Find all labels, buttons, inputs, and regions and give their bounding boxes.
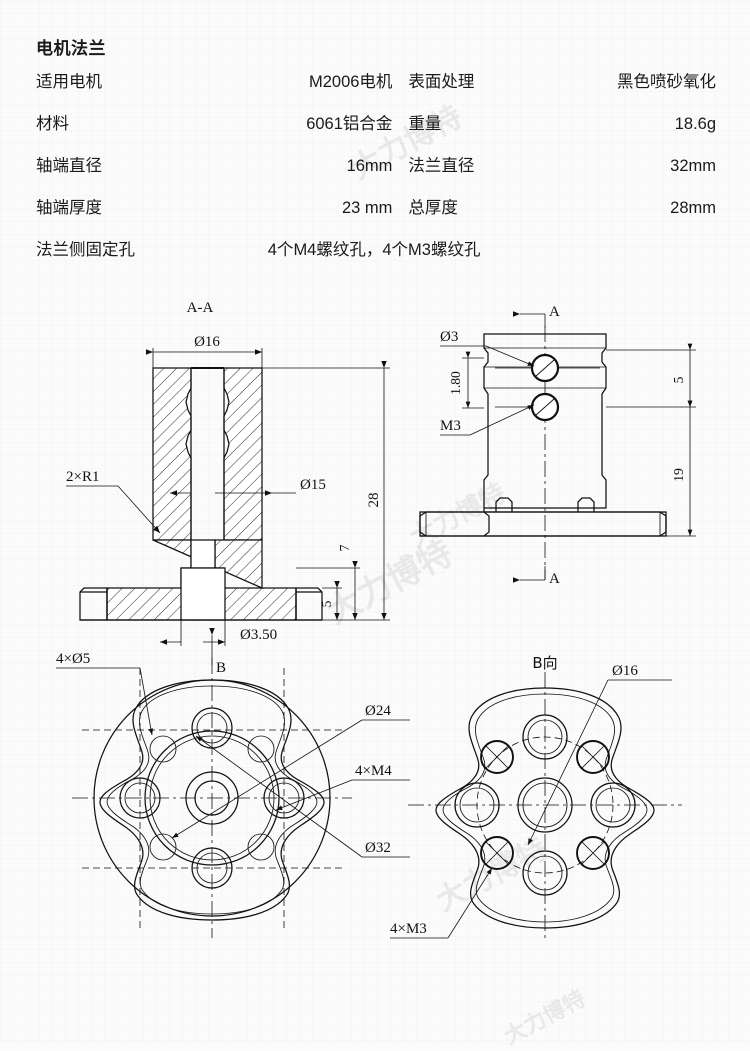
section-label: A [549, 571, 560, 587]
spec-value: 18.6g [674, 115, 717, 133]
dimension-top-diameter: Ø16 [145, 334, 263, 368]
cloverleaf-outline [435, 687, 655, 929]
leader-dia32: Ø32 [195, 735, 410, 858]
dimension-bore-diameter: Ø15 [170, 477, 326, 496]
technical-drawings: A-A Ø16 [0, 290, 750, 990]
dim-text: Ø24 [365, 703, 391, 719]
holes-outer [454, 714, 636, 896]
dim-text: Ø3.50 [240, 627, 277, 643]
table-row: 轴端直径 16mm 法兰直径 32mm [36, 152, 716, 194]
b-view-title: B向 [532, 654, 557, 672]
leader-4x-dia5: 4×Ø5 [56, 651, 154, 736]
table-row: 法兰侧固定孔 4个M4螺纹孔，4个M3螺纹孔 [36, 236, 716, 278]
dim-text: 19 [671, 468, 686, 482]
dimension-hole-diameter: Ø3.50 [160, 620, 277, 646]
body-outline [483, 333, 607, 509]
dim-text: 28 [366, 493, 382, 508]
flange-base-outline [419, 511, 667, 537]
holes-m3 [480, 740, 610, 870]
spec-value: 28mm [670, 199, 717, 217]
section-marker-bottom: A [512, 566, 560, 587]
right-side-view: A [419, 304, 696, 587]
dim-text: Ø16 [612, 663, 638, 679]
scalloped-contour-inner [106, 685, 318, 915]
page-title: 电机法兰 [36, 39, 106, 59]
spec-table: 适用电机 M2006电机 表面处理 黑色喷砂氧化 材料 6061铝合金 重量 1… [36, 68, 716, 278]
spec-value: 32mm [670, 157, 717, 175]
shaft-wall-right [223, 367, 263, 541]
leader-dia24: Ø24 [171, 703, 410, 839]
dim-text: Ø16 [194, 334, 220, 350]
dim-text: Ø15 [300, 477, 326, 493]
dim-text: 2×R1 [66, 469, 99, 485]
inner-circle-24b [149, 735, 275, 861]
notch-right [577, 497, 595, 512]
leader-dia3: Ø3 [440, 329, 535, 367]
note-radius: 2×R1 [66, 469, 161, 534]
cloverleaf-outline-inner [442, 693, 648, 923]
leader-4x-m3: 4×M3 [390, 867, 493, 939]
dimension-total-height: 28 [262, 360, 390, 621]
holes-m4 [149, 735, 275, 861]
dim-text: M3 [440, 418, 461, 434]
dim-text: 4×M4 [355, 763, 392, 779]
spec-label: 轴端直径 [36, 157, 102, 175]
notch-left [495, 497, 513, 512]
table-row: 适用电机 M2006电机 表面处理 黑色喷砂氧化 [36, 68, 716, 110]
b-direction-view: B向 [390, 654, 682, 939]
spec-value: 6061铝合金 [306, 115, 393, 133]
spec-label: 材料 [36, 115, 69, 133]
table-row: 轴端厚度 23 mm 总厚度 28mm [36, 194, 716, 236]
center-bore-outer [517, 777, 573, 833]
spec-label: 总厚度 [408, 199, 458, 217]
dimension-lower-19: 19 [666, 400, 696, 537]
center-bore-inner [522, 782, 568, 828]
table-row: 材料 6061铝合金 重量 18.6g [36, 110, 716, 152]
center-bore [190, 539, 216, 569]
section-aa-title: A-A [187, 300, 214, 316]
dim-text: Ø32 [365, 840, 391, 856]
spec-label: 重量 [408, 115, 442, 133]
holes-dia5 [119, 707, 305, 889]
section-aa-view: A-A Ø16 [66, 300, 390, 646]
spec-label: 法兰直径 [408, 157, 475, 175]
center-bore-inner [194, 780, 230, 816]
dim-text: 7 [337, 544, 352, 551]
view-marker-b: B [209, 627, 226, 676]
dim-text: Ø3 [440, 329, 458, 345]
center-bore-outer [185, 771, 239, 825]
through-hole-3-5 [180, 567, 226, 621]
view-label: B [216, 660, 226, 676]
spec-value: M2006电机 [308, 73, 393, 91]
dimension-step-height: 7 [296, 544, 360, 620]
dim-text: 4×M3 [390, 921, 427, 937]
section-marker-top: A [512, 304, 560, 328]
spec-label: 表面处理 [408, 73, 475, 91]
spec-label: 轴端厚度 [36, 199, 102, 217]
dim-text: 1.80 [448, 371, 463, 395]
dim-text: 5 [671, 376, 686, 383]
spec-value: 16mm [346, 157, 393, 175]
dim-text: 4×Ø5 [56, 651, 90, 667]
dimension-offset: 1.80 [448, 351, 484, 409]
inner-circle-24 [144, 730, 280, 866]
shaft-wall-left [152, 367, 192, 541]
dim-text: 5 [319, 600, 334, 607]
dimension-upper-5: 5 [606, 343, 696, 408]
leader-dia16: Ø16 [527, 663, 672, 846]
leader-4x-m4: 4×M4 [275, 763, 410, 811]
scalloped-contour [99, 679, 325, 921]
pitch-circle-guide [476, 736, 614, 874]
spec-value: 4个M4螺纹孔，4个M3螺纹孔 [267, 241, 481, 259]
section-label: A [549, 304, 560, 320]
spec-label: 法兰侧固定孔 [36, 241, 135, 259]
spec-label: 适用电机 [36, 73, 102, 91]
spec-value: 23 mm [341, 199, 393, 217]
spec-value: 黑色喷砂氧化 [617, 73, 717, 91]
leader-m3: M3 [440, 404, 535, 436]
dimension-base-height: 5 [319, 580, 342, 620]
bottom-circular-view: B [56, 627, 410, 938]
flange-wing-left [79, 587, 108, 621]
